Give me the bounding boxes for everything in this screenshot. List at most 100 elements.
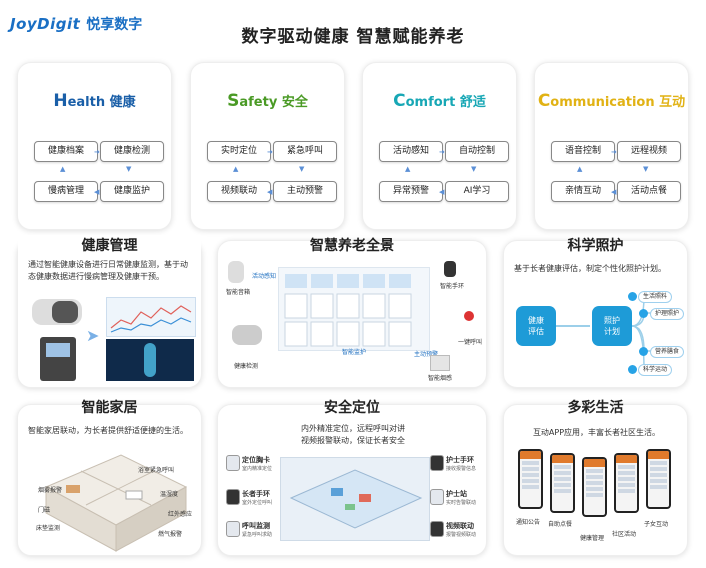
care-title: 科学照护 [567,238,624,254]
phone-label: 子女互动 [644,521,669,528]
category-initial: C [393,91,406,111]
category-initial: H [53,91,68,111]
page-title: 数字驱动健康 智慧赋能养老 [241,27,465,47]
feature-box: 紧急呼叫 [273,141,337,162]
device-subtitle: 报警视频联动 [446,532,477,538]
care-desc: 基于长者健康评估，制定个性化照护计划。 [514,264,666,273]
flow-arrow-icon: ◀ [267,188,273,196]
home-label: 浴室紧急呼叫 [138,467,175,474]
flow-arrow-icon: ▼ [299,165,305,173]
feature-box: 主动预警 [273,181,337,202]
health-management-card: 健康管理 通过智能健康设备进行日常健康监测，基于动态健康数据进行慢病管理及健康干… [17,235,202,388]
smart-home-desc: 智能家居联动，为长者提供舒适便捷的生活。 [28,426,188,435]
feature-box: 远程视频 [617,141,681,162]
device-icon [430,455,444,471]
category-name-cn: 舒适 [459,95,486,110]
flow-arrow-icon: ➜ [439,148,445,156]
flow-arrow-icon: ▲ [60,165,66,173]
feature-box: 亲情互动 [551,181,615,202]
panorama-label: 健康检测 [234,363,259,370]
device-subtitle: 室外定位呼叫 [242,500,273,506]
care-item-dot [628,365,637,374]
panorama-dashboard-image [278,267,430,351]
device-subtitle: 接收报警信息 [446,466,477,472]
home-label: 燃气报警 [158,531,183,538]
panorama-card: 智慧养老全景 智能音箱 活动感知 智能手环 健康检测 一键呼叫 智能监护 主动预… [217,238,487,388]
brand-name-cn: 悦享数字 [86,17,143,33]
device-icon [430,521,444,537]
flow-arrow-icon: ◀ [611,188,617,196]
flow-arrow-icon: ➜ [611,148,617,156]
health-kiosk-image [40,337,76,381]
feature-box: 视频联动 [207,181,271,202]
category-title: Health 健康 [18,91,171,111]
panorama-title: 智慧养老全景 [310,238,394,254]
category-title: Comfort 舒适 [363,91,516,111]
phone-label: 通知公告 [516,519,541,526]
phone-mockup [518,449,543,509]
phone-mockup [614,453,639,513]
health-management-title: 健康管理 [18,235,201,255]
device-title: 护士手环 [446,456,474,464]
safety-location-title: 安全定位 [324,400,380,416]
home-label: 温湿度 [160,491,179,498]
device-title: 定位胸卡 [242,456,270,464]
care-item: 营养膳食 [650,346,685,358]
device-title: 护士站 [446,490,467,498]
feature-box: 健康档案 [34,141,98,162]
phone-mockup [646,449,671,509]
care-item-dot [628,292,637,301]
category-card: Health 健康健康档案健康检测慢病管理健康监护➜▼◀▲ [17,62,172,230]
device-icon [226,521,240,537]
location-map-image [280,457,430,541]
feature-box: 自动控制 [445,141,509,162]
brand-logo: JoyDigit 悦享数字 [10,14,142,34]
device-title: 长者手环 [242,490,270,498]
category-card: Communication 互动语音控制远程视频亲情互动活动点餐➜▼◀▲ [534,62,689,230]
category-name-cn: 健康 [109,95,136,110]
flow-arrow-icon: ▼ [126,165,132,173]
health-management-desc: 通过智能健康设备进行日常健康监测，基于动态健康数据进行慢病管理及健康干预。 [28,260,188,281]
flow-arrow-icon: ▲ [233,165,239,173]
feature-box: 语音控制 [551,141,615,162]
care-item: 科学运动 [638,364,673,376]
home-label: 门磁 [38,507,51,514]
phone-label: 自助点餐 [548,521,573,528]
feature-box: 实时定位 [207,141,271,162]
panorama-label: 主动预警 [414,351,439,358]
care-card: 科学照护 基于长者健康评估，制定个性化照护计划。 健康 评估 照护 计划 生活照… [503,238,688,388]
phone-mockup [550,453,575,513]
safety-location-card: 安全定位 内外精准定位，远程呼叫对讲 视频报警联动，保证长者安全 定位胸卡室内精… [217,400,487,556]
care-item-dot [639,347,648,356]
life-title: 多彩生活 [567,400,624,416]
flow-arrow-icon: ◀ [94,188,100,196]
feature-box: 活动感知 [379,141,443,162]
body-scan-image [106,339,194,381]
care-item-dot [639,309,648,318]
health-chart-image [106,297,196,337]
smart-home-card: 智能家居 智能家居联动，为长者提供舒适便捷的生活。 浴室紧急呼叫 烟雾报警 温湿… [17,400,202,556]
category-name-en: ealth [67,95,106,110]
smart-band-image [444,261,456,277]
device-title: 呼叫监测 [242,522,270,530]
smart-home-title: 智能家居 [81,400,138,416]
panorama-label: 智能手环 [440,283,465,290]
life-card: 多彩生活 互动APP应用，丰富长者社区生活。 通知公告自助点餐健康管理社区活动子… [503,400,688,556]
category-name-en: omfort [405,95,456,110]
arrow-right-icon: ➤ [86,326,100,345]
health-assessment-node: 健康 评估 [516,306,556,346]
flow-arrow-icon: ◀ [439,188,445,196]
category-name-en: ommunication [550,95,655,110]
panorama-label: 智能音箱 [226,289,251,296]
category-initial: S [227,91,240,111]
flow-arrow-icon: ▲ [577,165,583,173]
category-name-cn: 互动 [659,95,686,110]
feature-box: 活动点餐 [617,181,681,202]
device-subtitle: 紧急呼叫求助 [242,532,273,538]
panorama-label: 智能烟感 [428,375,453,382]
category-name-en: afety [239,95,278,110]
device-title: 视频联动 [446,522,474,530]
panorama-label: 活动感知 [252,273,277,280]
category-title: Communication 互动 [535,91,688,111]
